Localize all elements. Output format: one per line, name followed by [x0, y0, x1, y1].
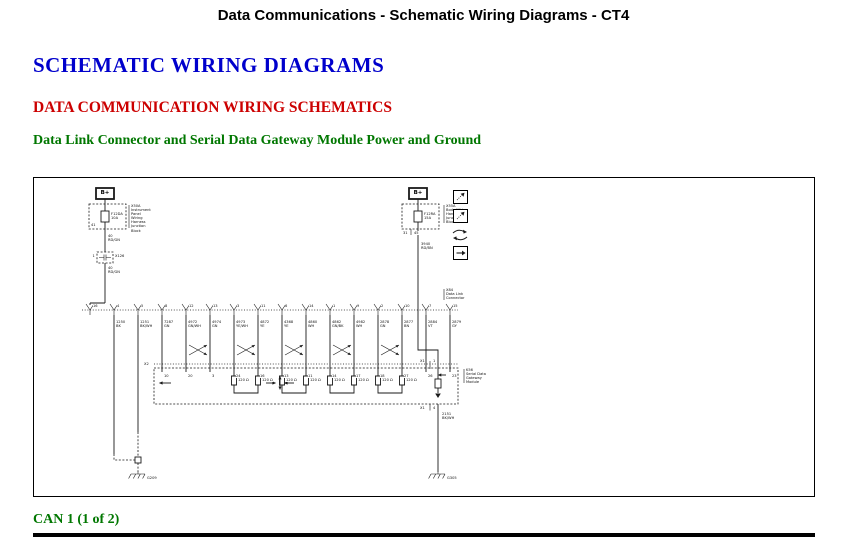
ground-left-label: G209 [147, 475, 157, 480]
dlc-label: X84 Data Link Connector [446, 288, 465, 301]
module-x1-label-bottom: X1 [420, 405, 425, 410]
wire-label-1251: 1251 BK/WH [140, 320, 153, 329]
module-ground-wire-label: 2151 BK/WH [442, 411, 455, 420]
reference-link-icon[interactable] [453, 190, 468, 204]
reference-link-icon[interactable] [453, 209, 468, 223]
schematic-diagram: B+ F12DA 10A 41 X50A Instrument Panel Wi… [33, 177, 815, 497]
dlc-pin-13: 13 [213, 303, 218, 308]
page-title: SCHEMATIC WIRING DIAGRAMS [33, 53, 385, 77]
diagram-title: Data Link Connector and Serial Data Gate… [33, 133, 482, 148]
bplus-right-label: B+ [413, 190, 423, 196]
wire-label-2878: 2878 GN [380, 320, 390, 329]
module-pin-26: 26 [428, 373, 433, 378]
wire-label-4872: 4872 YE [260, 320, 270, 329]
resistor-label: 120 Ω [382, 377, 393, 382]
jb-right-pin-left: 31 [403, 230, 408, 235]
module-x1-pin-top: 1 [433, 358, 436, 363]
module-pin-11: 11 [308, 373, 313, 378]
module-pin-18: 18 [380, 373, 385, 378]
wire-label-7287: 7287 GN [164, 320, 174, 329]
dlc-pin-10: 10 [405, 303, 410, 308]
module-pin-16: 16 [260, 373, 265, 378]
wire-label-1250: 1250 BK [116, 320, 126, 329]
module-pin-20: 20 [188, 373, 193, 378]
page-caption: CAN 1 (1 of 2) [33, 512, 120, 527]
go-to-icon[interactable] [453, 246, 468, 260]
wire-label-4974: 4974 GN [212, 320, 222, 329]
resistor-label: 120 Ω [310, 377, 321, 382]
wire-label-right: 3940 RD/BN [421, 241, 433, 250]
resistor-label: 120 Ω [406, 377, 417, 382]
dlc-pin-1: 1 [333, 303, 336, 308]
junction-block-left-label: X50A Instrument Panel Wiring Harness Jun… [131, 204, 151, 233]
dlc-pin-8: 8 [165, 303, 168, 308]
dlc-pin-14: 14 [309, 303, 314, 308]
resistor-label: 120 Ω [286, 377, 297, 382]
schematic-artwork [82, 187, 465, 479]
wire-label-lower-left: 40 RD/GN [108, 265, 120, 274]
module-pin-17: 17 [356, 373, 361, 378]
dlc-pin-9: 9 [357, 303, 360, 308]
ground-right-label: G305 [447, 475, 457, 480]
resistor-label: 120 Ω [262, 377, 273, 382]
module-x2-label: X2 [144, 361, 149, 366]
dlc-pin-11: 11 [261, 303, 266, 308]
dlc-pin-6: 6 [285, 303, 288, 308]
dlc-pin-7: 7 [429, 303, 432, 308]
dlc-pin-4: 4 [117, 303, 120, 308]
module-name-label: K56 Serial Data Gateway Module [466, 368, 486, 385]
dlc-pin-12: 12 [189, 303, 194, 308]
resistor-label: 120 Ω [358, 377, 369, 382]
inline-connector-label: X126 [115, 253, 125, 258]
wire-label-4982: 4982 WH [356, 320, 366, 329]
module-x1-pin-bottom: 4 [433, 405, 436, 410]
wire-label-upper-left: 40 RD/GN [108, 233, 120, 242]
fuse-left-label: F12DA 10A [111, 212, 123, 221]
resistor-label: 120 Ω [238, 377, 249, 382]
dlc-pin-2: 2 [381, 303, 384, 308]
wire-label-4368: 4368 YE [284, 320, 294, 329]
dlc-pin-5: 5 [141, 303, 144, 308]
dlc-pin-15: 15 [453, 303, 458, 308]
module-pin-23: 23 [452, 373, 457, 378]
wire-label-4862: 4862 GN/BK [332, 320, 344, 329]
bottom-divider [33, 533, 815, 537]
module-pin-24: 24 [236, 373, 241, 378]
wire-label-2877: 2877 BN [404, 320, 414, 329]
wire-label-4973: 4973 YE/WH [236, 320, 248, 329]
fuse-right-label: F12RA 15A [424, 212, 436, 221]
wire-label-4972: 4972 GN/WH [188, 320, 201, 329]
jb-right-pin-right: 45 [414, 230, 419, 235]
module-x1-label-top: X1 [420, 358, 425, 363]
wire-label-2879: 2879 GY [452, 320, 462, 329]
module-pin-14: 14 [332, 373, 337, 378]
inline-connector-pin: 1 [92, 253, 95, 258]
module-pin-10: 10 [164, 373, 169, 378]
module-pin-13: 13 [284, 373, 289, 378]
dlc-pin-16: 16 [93, 303, 98, 308]
wire-label-4860: 4860 WH [308, 320, 318, 329]
bplus-left-label: B+ [100, 190, 110, 196]
resistor-label: 120 Ω [334, 377, 345, 382]
section-title: DATA COMMUNICATION WIRING SCHEMATICS [33, 99, 392, 116]
page-header: Data Communications - Schematic Wiring D… [217, 7, 630, 24]
dlc-pin-3: 3 [237, 303, 240, 308]
module-pin-3: 3 [212, 373, 215, 378]
module-pin-27: 27 [404, 373, 409, 378]
fuse-left-pin: 41 [91, 222, 96, 227]
wire-label-2884: 2884 VT [428, 320, 438, 329]
